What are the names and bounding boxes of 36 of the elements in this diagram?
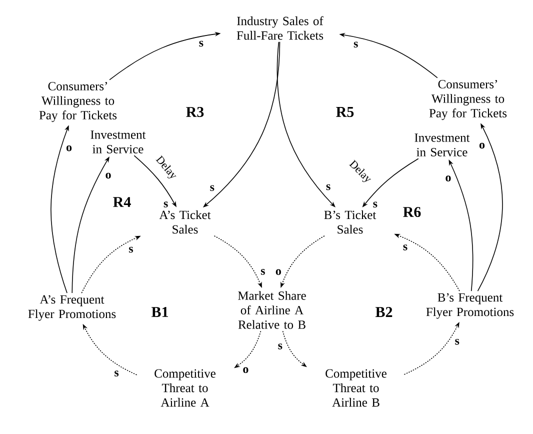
variable-label: Competitive Threat to Airline A	[154, 369, 216, 407]
polarity-label: s	[278, 344, 282, 350]
polarity-label: o	[446, 176, 451, 182]
variable-label: Market Share of Airline A Relative to B	[238, 291, 306, 329]
polarity-label: o	[66, 145, 72, 152]
polarity-label: s	[403, 244, 408, 250]
loop-label: B1	[152, 307, 168, 317]
variable-label: Competitive Threat to Airline B	[326, 369, 386, 407]
polarity-label: o	[479, 142, 485, 149]
polarity-label: s	[114, 370, 119, 376]
polarity-label: s	[326, 184, 330, 190]
polarity-label: s	[455, 338, 460, 345]
loop-label: R6	[403, 206, 421, 218]
loop-label: B2	[376, 307, 392, 317]
variable-label: Investment in Service	[414, 134, 470, 156]
variable-label: Consumers’ Willingness to Pay for Tickets	[429, 80, 507, 120]
variable-label: Investment in Service	[90, 130, 146, 154]
polarity-label: o	[106, 172, 111, 179]
loop-label: R5	[336, 107, 354, 117]
polarity-label: s	[129, 246, 134, 253]
loop-label: R4	[113, 197, 131, 207]
polarity-label: s	[260, 269, 265, 275]
variable-label: B’s Ticket Sales	[324, 210, 376, 234]
polarity-label: s	[373, 202, 378, 208]
polarity-label: s	[354, 42, 358, 48]
polarity-label: s	[210, 185, 214, 192]
polarity-label: o	[243, 367, 248, 374]
variable-label: A’s Frequent Flyer Promotions	[28, 295, 116, 321]
variable-label: B’s Frequent Flyer Promotions	[426, 293, 514, 319]
polarity-label: s	[164, 202, 168, 208]
variable-label: Consumers’ Willingness to Pay for Tickets	[39, 82, 117, 122]
polarity-label: s	[199, 40, 204, 47]
variable-label: Industry Sales of Full-Fare Tickets	[236, 16, 324, 40]
loop-label: R3	[186, 106, 204, 118]
variable-label: A’s Ticket Sales	[159, 210, 211, 234]
polarity-label: o	[276, 269, 281, 275]
